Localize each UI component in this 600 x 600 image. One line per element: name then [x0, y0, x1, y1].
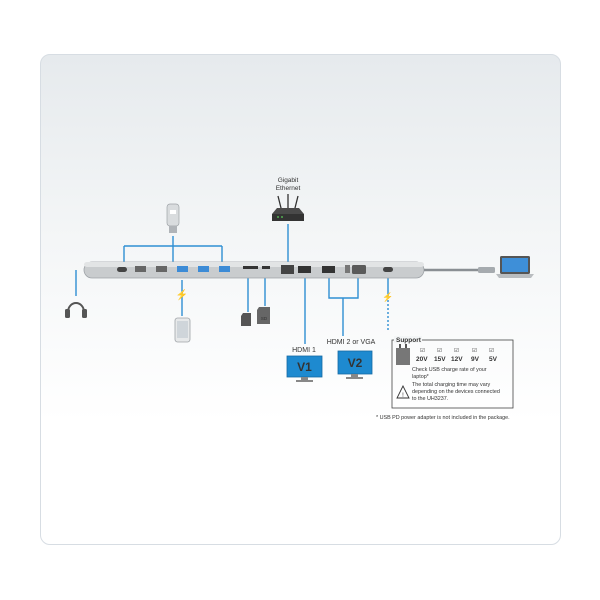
support-line-1: Check USB charge rate of your	[412, 367, 487, 373]
usb-a-port-4	[198, 266, 209, 272]
voltage-item: 20V	[416, 356, 428, 363]
sd-card-icon: SD	[257, 307, 270, 324]
connector-lines	[75, 224, 389, 344]
support-panel: Support ! ☑ ☑ ☑ ☑ ☑ 20V 15V 12V 9V 5V Ch	[391, 336, 514, 409]
voltage-item: 9V	[471, 356, 480, 363]
support-line-4: depending on the devices connected	[412, 389, 500, 395]
monitor-v1-icon	[286, 355, 323, 382]
router-icon	[272, 194, 304, 221]
card-reader-connector	[247, 276, 266, 312]
hdmi2-port	[322, 266, 335, 273]
hdmi1-port	[298, 266, 311, 273]
usb-drive-connector	[123, 236, 223, 262]
support-title: Support	[396, 337, 422, 344]
svg-text:!: !	[402, 393, 404, 399]
warning-icon: !	[396, 384, 410, 399]
support-line-5: to the UH3237.	[412, 396, 448, 402]
check-icon: ☑	[489, 347, 494, 354]
monitor-v2-icon	[337, 350, 373, 379]
voltage-item: 15V	[434, 356, 446, 363]
support-line-3: The total charging time may vary	[412, 382, 491, 388]
ethernet-port	[281, 265, 294, 274]
usb-a-port-1	[135, 266, 146, 272]
smartphone-icon	[174, 317, 191, 343]
support-notes: Check USB charge rate of your laptop* Th…	[412, 367, 500, 402]
gigabit-label: Gigabit	[278, 177, 299, 184]
diagram-frame	[40, 54, 561, 545]
micro-sd-slot	[262, 266, 270, 269]
check-icon: ☑	[472, 347, 477, 354]
laptop-icon	[496, 256, 534, 278]
check-icon: ☑	[454, 347, 459, 354]
headphones-icon	[65, 302, 87, 318]
sd-slot	[243, 266, 258, 269]
footnote: * USB PD power adapter is not included i…	[376, 415, 510, 421]
voltage-item: 5V	[489, 356, 498, 363]
usb-a-port-3	[177, 266, 188, 272]
docking-station	[83, 261, 495, 279]
usb-c-port-left	[117, 267, 127, 272]
hdmi2-vga-label: HDMI 2 or VGA	[327, 339, 376, 346]
voltage-list: 20V 15V 12V 9V 5V	[416, 356, 498, 363]
usb-c-pd-port	[383, 267, 393, 272]
ethernet-label: Ethernet	[276, 185, 301, 192]
sd-card-label: SD	[261, 316, 268, 321]
hdmi2-vga-connector	[328, 278, 359, 336]
voltage-item: 12V	[451, 356, 463, 363]
v2-label: V2	[348, 356, 363, 370]
micro-sd-card-icon	[241, 313, 251, 326]
power-lightning-icon: ⚡	[382, 291, 393, 303]
check-icon: ☑	[437, 347, 442, 354]
check-icon: ☑	[420, 347, 425, 354]
usb-a-port-5	[219, 266, 230, 272]
charging-icon: ⚡	[176, 288, 188, 301]
usb-a-port-2	[156, 266, 167, 272]
v1-label: V1	[297, 360, 312, 374]
hdmi1-label: HDMI 1	[292, 347, 316, 354]
usb-flash-drive-icon	[166, 203, 180, 233]
voltage-checks: ☑ ☑ ☑ ☑ ☑	[420, 347, 494, 354]
vga-port	[352, 265, 366, 274]
support-line-2: laptop*	[412, 374, 430, 380]
power-adapter-icon	[396, 344, 410, 365]
